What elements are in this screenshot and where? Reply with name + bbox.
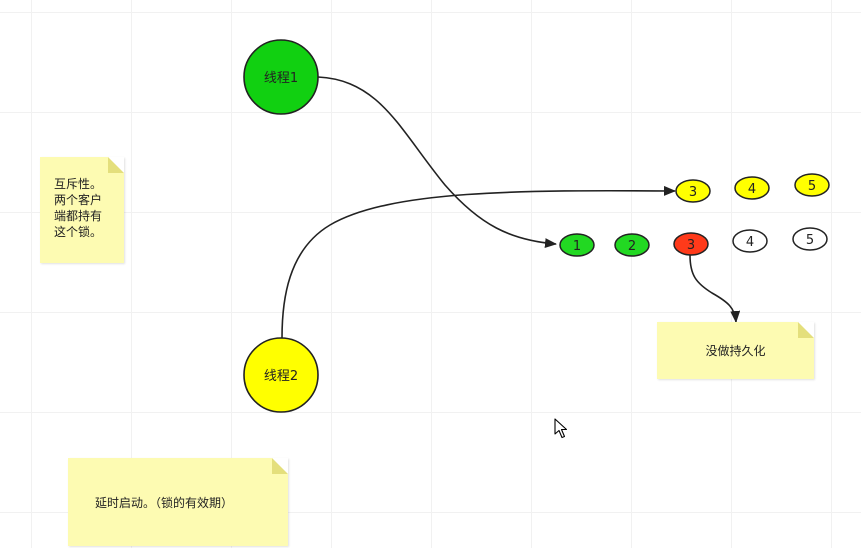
connector-thread1-to-lock1: [317, 76, 557, 249]
top-lock-4-label: 4: [748, 182, 756, 197]
bottom-lock-2-ellipse: [614, 233, 650, 257]
bottom-lock-4-node[interactable]: 4: [732, 229, 768, 253]
bottom-lock-2-label: 2: [628, 239, 636, 254]
bottom-lock-1-node[interactable]: 1: [559, 233, 595, 257]
thread-2-node[interactable]: 线程2: [243, 337, 319, 413]
thread-1-label: 线程1: [264, 71, 298, 86]
top-lock-5-ellipse: [794, 173, 830, 197]
bottom-lock-2-node[interactable]: 2: [614, 233, 650, 257]
bottom-lock-5-label: 5: [806, 233, 814, 248]
delayed-start-note-text: 延时启动。（锁的有效期）: [95, 495, 234, 510]
top-lock-3-label: 3: [689, 185, 697, 200]
top-lock-4-ellipse: [734, 176, 770, 200]
no-persist-note-text: 没做持久化: [705, 344, 766, 358]
connector-lock3-to-persist-note: [689, 254, 741, 323]
bottom-lock-5-node[interactable]: 5: [792, 227, 828, 251]
bottom-lock-4-ellipse: [732, 229, 768, 253]
bottom-lock-1-label: 1: [573, 239, 581, 254]
top-lock-3-node[interactable]: 3: [675, 179, 711, 203]
bottom-lock-3-ellipse: [673, 232, 709, 256]
thread-1-node[interactable]: 线程1: [243, 39, 319, 115]
top-lock-3-ellipse: [675, 179, 711, 203]
bottom-lock-3-label: 3: [687, 238, 695, 253]
connector-thread2-to-lock3: [281, 185, 676, 339]
bottom-lock-5-ellipse: [792, 227, 828, 251]
no-persist-note[interactable]: 没做持久化: [657, 322, 814, 379]
mutex-note-line-2: 两个客户: [54, 193, 103, 207]
thread-2-label: 线程2: [264, 369, 298, 384]
mutex-note-line-1: 互斥性。: [54, 177, 103, 191]
mutex-note-line-3: 端都持有: [54, 209, 103, 223]
bottom-lock-1-ellipse: [559, 233, 595, 257]
mouse-cursor-icon: [554, 418, 568, 439]
bottom-lock-4-label: 4: [746, 235, 754, 250]
delayed-start-note[interactable]: 延时启动。（锁的有效期）: [68, 458, 288, 546]
top-lock-5-node[interactable]: 5: [794, 173, 830, 197]
mutex-note[interactable]: 互斥性。 两个客户 端都持有 这个锁。: [40, 157, 124, 263]
top-lock-4-node[interactable]: 4: [734, 176, 770, 200]
top-lock-5-label: 5: [808, 179, 816, 194]
mutex-note-line-4: 这个锁。: [54, 225, 103, 239]
thread-2-circle: [243, 337, 319, 413]
bottom-row: 1 2 3 4 5: [559, 227, 828, 257]
top-row: 3 4 5: [675, 173, 830, 203]
bottom-lock-3-node[interactable]: 3: [673, 232, 709, 256]
thread-1-circle: [243, 39, 319, 115]
